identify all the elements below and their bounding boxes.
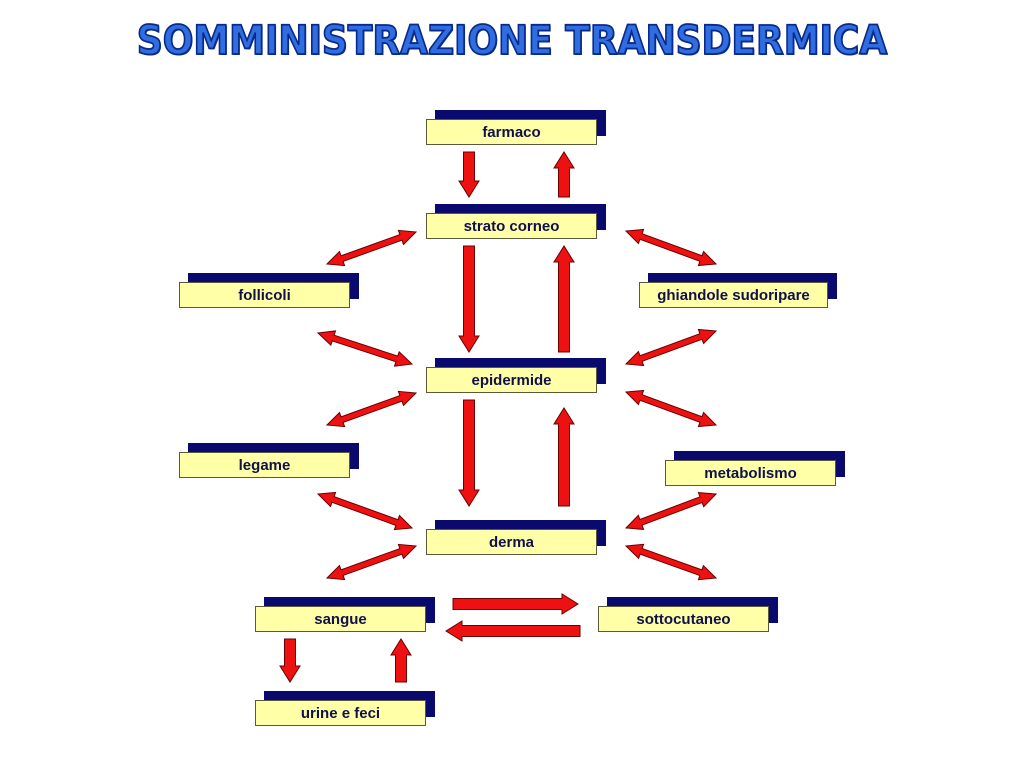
- node-urine-e-feci-label: urine e feci: [255, 700, 426, 726]
- node-derma: derma: [426, 520, 606, 555]
- node-derma-label: derma: [426, 529, 597, 555]
- node-ghiandole-sudoripare: ghiandole sudoripare: [639, 273, 837, 308]
- node-metabolismo-label: metabolismo: [665, 460, 836, 486]
- arrow-derma-to-epidermide: [553, 407, 575, 507]
- diagram-title: SOMMINISTRAZIONE TRANSDERMICA: [136, 17, 888, 65]
- node-epidermide-label: epidermide: [426, 367, 597, 393]
- arrow-follicoli-epidermide: [316, 330, 414, 367]
- node-farmaco-label: farmaco: [426, 119, 597, 145]
- arrow-legame-derma: [316, 491, 414, 531]
- arrow-epidermide-to-strato-corneo: [553, 245, 575, 353]
- node-legame: legame: [179, 443, 359, 478]
- arrow-sangue-to-urine: [279, 638, 301, 683]
- arrow-ghiandole-epidermide: [624, 328, 718, 367]
- node-sangue: sangue: [255, 597, 435, 632]
- node-sangue-label: sangue: [255, 606, 426, 632]
- node-urine-e-feci: urine e feci: [255, 691, 435, 726]
- arrow-metabolismo-derma: [624, 492, 718, 530]
- node-legame-label: legame: [179, 452, 350, 478]
- node-follicoli: follicoli: [179, 273, 359, 308]
- node-sottocutaneo-label: sottocutaneo: [598, 606, 769, 632]
- arrow-epidermide-to-derma: [458, 399, 480, 507]
- arrow-strato-corneo-to-farmaco: [553, 151, 575, 198]
- arrow-sangue-to-sottocutaneo: [452, 593, 579, 615]
- arrow-farmaco-to-strato-corneo: [458, 151, 480, 198]
- node-sottocutaneo: sottocutaneo: [598, 597, 778, 632]
- arrow-epidermide-legame: [325, 390, 418, 428]
- arrow-sottocutaneo-to-sangue: [445, 620, 581, 642]
- arrow-urine-to-sangue: [390, 638, 412, 683]
- node-follicoli-label: follicoli: [179, 282, 350, 308]
- arrow-epidermide-metabolismo: [624, 389, 718, 428]
- arrow-strato-corneo-follicoli: [325, 229, 418, 267]
- arrow-derma-sottocutaneo: [624, 543, 718, 581]
- node-epidermide: epidermide: [426, 358, 606, 393]
- arrow-strato-corneo-ghiandole: [624, 228, 718, 267]
- node-farmaco: farmaco: [426, 110, 606, 145]
- node-strato-corneo-label: strato corneo: [426, 213, 597, 239]
- node-metabolismo: metabolismo: [665, 451, 845, 486]
- node-ghiandole-sudoripare-label: ghiandole sudoripare: [639, 282, 828, 308]
- arrow-strato-corneo-to-epidermide: [458, 245, 480, 353]
- arrow-derma-sangue: [325, 543, 418, 581]
- node-strato-corneo: strato corneo: [426, 204, 606, 239]
